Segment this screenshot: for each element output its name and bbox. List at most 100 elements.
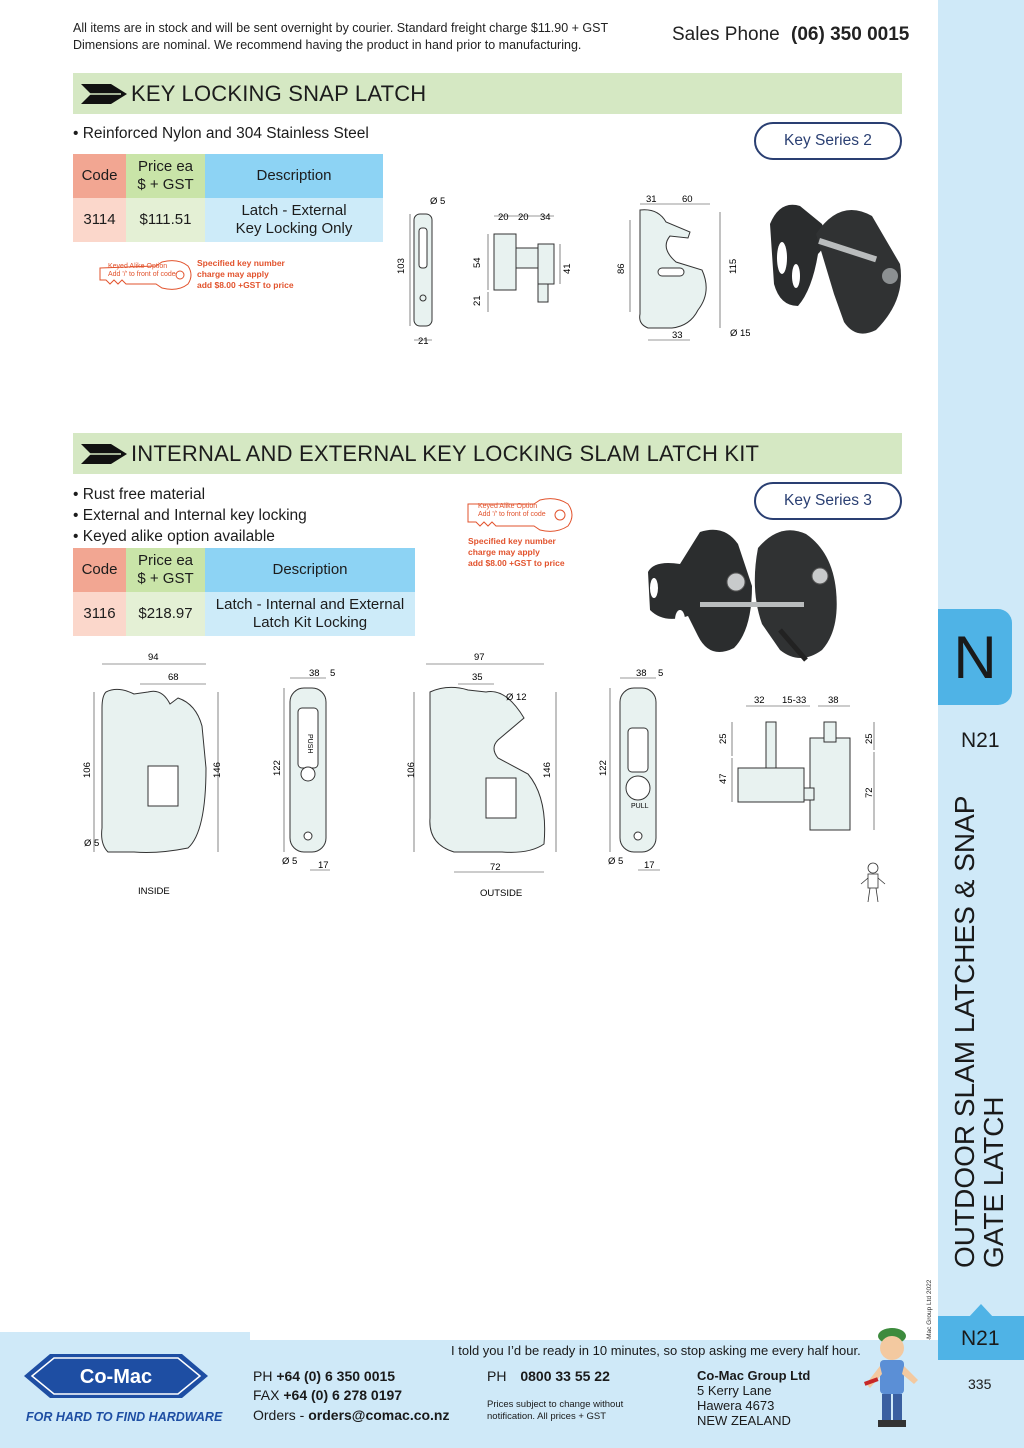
dim-47: 47 [718, 773, 729, 784]
section-2-bullet-2: External and Internal key locking [73, 505, 307, 526]
co-mac-logo: Co-Mac [24, 1354, 208, 1398]
sales-phone: Sales Phone (06) 350 0015 [672, 24, 909, 46]
key-note-line-1: Specified key number [468, 536, 556, 546]
dim-38-pull: 38 [636, 668, 647, 679]
key-note-line-3: add $8.00 +GST to price [197, 280, 294, 290]
header-price: Price ea $ + GST [126, 154, 205, 198]
section-1-header: KEY LOCKING SNAP LATCH [73, 73, 902, 114]
pull-label: PULL [631, 803, 649, 810]
cell-description-line-2: Key Locking Only [235, 220, 353, 237]
footer-quote: I told you I’d be ready in 10 minutes, s… [451, 1343, 861, 1358]
cell-description-line-1: Latch - Internal and External [215, 596, 405, 613]
dim-15-33: 15-33 [782, 695, 806, 706]
orders-email[interactable]: orders@comac.co.nz [308, 1407, 450, 1423]
cell-description-line-2: Latch Kit Locking [252, 614, 368, 631]
dim-21-height: 21 [472, 295, 483, 306]
snap-latch-drawing: Ø 5 103 21 20 20 34 54 41 21 31 60 86 11… [396, 194, 750, 347]
notice-line-1: All items are in stock and will be sent … [73, 21, 609, 35]
header-code: Code [73, 154, 126, 198]
dim-17-push: 17 [318, 860, 329, 871]
logo-brand-text: Co-Mac [80, 1366, 152, 1388]
arrow-icon [81, 443, 127, 464]
header-price-line-2: $ + GST [137, 176, 194, 193]
header-description: Description [205, 548, 415, 592]
cell-code: 3114 [73, 198, 126, 242]
key-note-line-2: charge may apply [197, 269, 269, 279]
dim-72-outside: 72 [490, 862, 501, 873]
dim-diameter-5-push: Ø 5 [282, 856, 297, 867]
section-tab-n[interactable]: N [938, 609, 1012, 705]
dim-25-left: 25 [718, 733, 729, 744]
table-row: 3116 $218.97 Latch - Internal and Extern… [73, 592, 415, 636]
dim-122-push: 122 [272, 760, 283, 776]
key-series-3-badge[interactable]: Key Series 3 [754, 482, 902, 520]
cell-description: Latch - External Key Locking Only [205, 198, 383, 242]
dim-diameter-12: Ø 12 [506, 692, 527, 703]
cell-description-line-1: Latch - External [241, 202, 347, 219]
vertical-title-line-2: GATE LATCH [978, 1096, 1009, 1268]
mascot-handyman-icon [864, 1328, 918, 1427]
freephone-value[interactable]: 0800 33 55 22 [520, 1368, 610, 1384]
prices-note-line-1: Prices subject to change without [487, 1399, 624, 1410]
dim-54: 54 [472, 257, 483, 268]
slam-latch-kit-drawings: 94 68 106 146 Ø 5 INSIDE 38 5 122 Ø 5 17… [82, 652, 875, 899]
vertical-title-line-1: OUTDOOR SLAM LATCHES & SNAP [949, 795, 980, 1268]
dim-diameter-5: Ø 5 [430, 196, 445, 207]
dim-38-push: 38 [309, 668, 320, 679]
dim-21-width: 21 [418, 336, 429, 347]
fax-value: +64 (0) 6 278 0197 [283, 1387, 403, 1403]
stock-notice: All items are in stock and will be sent … [73, 20, 653, 54]
dim-86: 86 [616, 263, 627, 274]
key-tag-line-2: Add '/' to front of code [478, 511, 546, 518]
arrow-icon [81, 83, 127, 104]
dim-32: 32 [754, 695, 765, 706]
notice-line-2: Dimensions are nominal. We recommend hav… [73, 38, 582, 52]
dim-68: 68 [168, 672, 179, 683]
table-row: 3114 $111.51 Latch - External Key Lockin… [73, 198, 383, 242]
section-1-title: KEY LOCKING SNAP LATCH [131, 80, 427, 106]
footer-orders: Orders - orders@comac.co.nz [253, 1406, 450, 1425]
key-outline-icon [467, 498, 573, 532]
footer-notch [0, 1332, 250, 1348]
dim-20-a: 20 [498, 212, 509, 223]
key-outline-icon [99, 260, 192, 290]
header-price-line-1: Price ea [137, 158, 194, 175]
key-note-line-1: Specified key number [197, 258, 285, 268]
dim-146-outside: 146 [542, 762, 553, 778]
footer-tagline: FOR HARD TO FIND HARDWARE [26, 1410, 223, 1424]
sales-phone-number[interactable]: (06) 350 0015 [791, 24, 910, 45]
price-table-2: Code Price ea $ + GST Description 3116 $… [73, 548, 415, 636]
sidebar-code-top: N21 [961, 729, 1000, 752]
header-code: Code [73, 548, 126, 592]
dim-35: 35 [472, 672, 483, 683]
phone-label: PH [253, 1368, 273, 1384]
dim-31: 31 [646, 194, 657, 205]
dim-60: 60 [682, 194, 693, 205]
key-note: Specified key number charge may apply ad… [197, 258, 294, 291]
cell-description: Latch - Internal and External Latch Kit … [205, 592, 415, 636]
key-note: Specified key number charge may apply ad… [468, 536, 565, 569]
dim-diameter-5-pull: Ø 5 [608, 856, 623, 867]
dim-diameter-15: Ø 15 [730, 328, 750, 339]
phone-value[interactable]: +64 (0) 6 350 0015 [276, 1368, 396, 1384]
dim-25-right: 25 [864, 733, 875, 744]
page-code-tab [938, 1316, 1024, 1360]
dim-5-push: 5 [330, 668, 335, 679]
sidebar-vertical-title: OUTDOOR SLAM LATCHES & SNAP GATE LATCH [949, 795, 1009, 1268]
price-table-1: Code Price ea $ + GST Description 3114 $… [73, 154, 383, 242]
sales-phone-label: Sales Phone [672, 24, 780, 45]
fax-label: FAX [253, 1387, 280, 1403]
dim-94: 94 [148, 652, 159, 663]
prices-note-line-2: notification. All prices + GST [487, 1411, 607, 1422]
company-name: Co-Mac Group Ltd [697, 1368, 811, 1383]
dim-17-pull: 17 [644, 860, 655, 871]
key-series-2-badge[interactable]: Key Series 2 [754, 122, 902, 160]
dim-122-pull: 122 [598, 760, 609, 776]
section-2-title: INTERNAL AND EXTERNAL KEY LOCKING SLAM L… [131, 440, 760, 466]
page-number: 335 [968, 1376, 992, 1392]
right-sidebar [938, 0, 1024, 1448]
dim-146-inside: 146 [212, 762, 223, 778]
freephone-label: PH [487, 1368, 507, 1384]
cell-price: $111.51 [126, 198, 205, 242]
key-note-line-3: add $8.00 +GST to price [468, 558, 565, 568]
